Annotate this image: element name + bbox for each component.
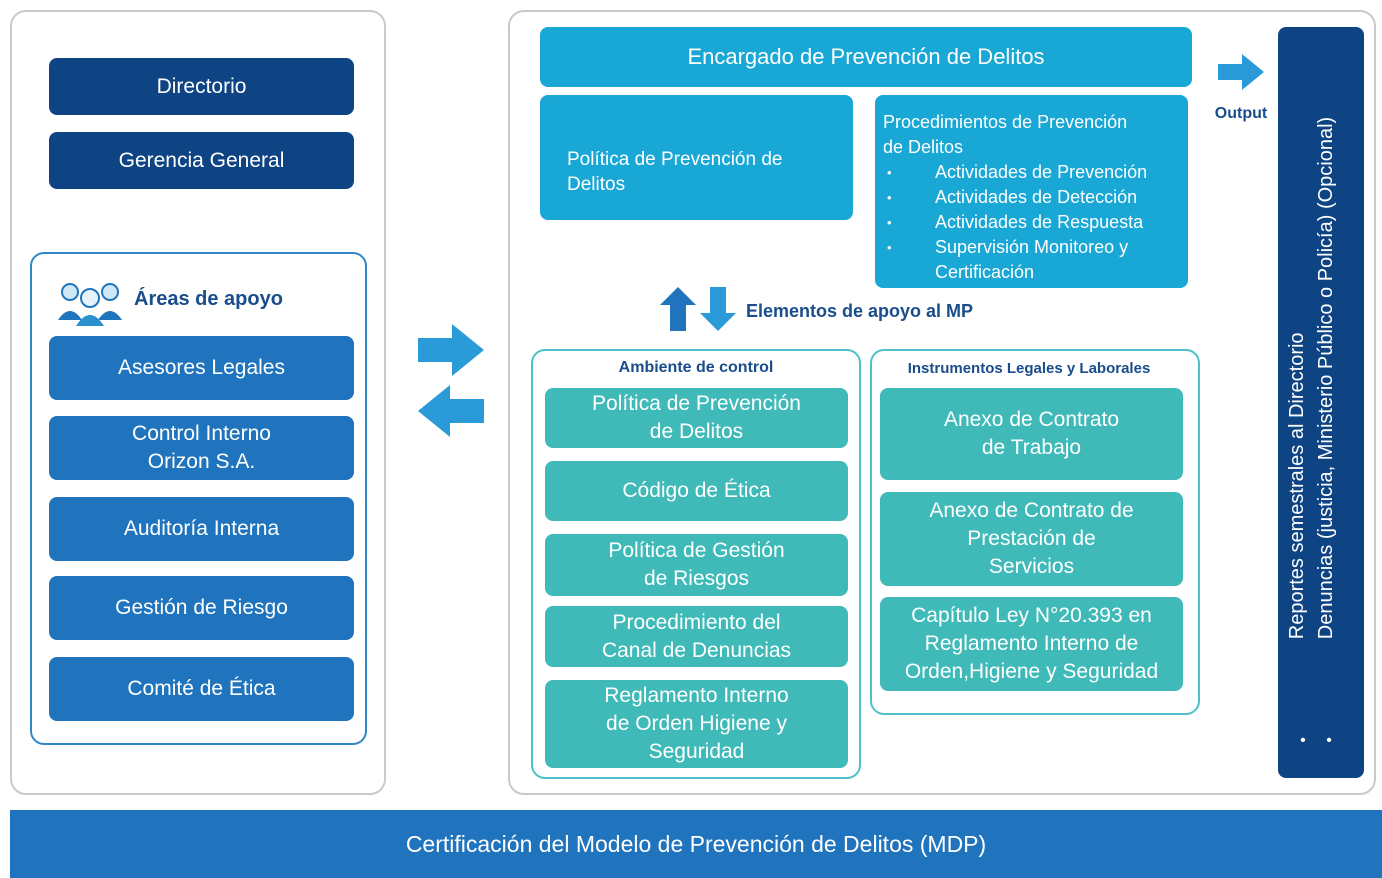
support-item-5-label: Comité de Ética [127,677,276,700]
up-down-arrows-icon [658,285,738,333]
support-item-3[interactable]: Auditoría Interna [49,497,354,561]
ambiente-item-5-label: Reglamento Interno de Orden Higiene y Se… [604,684,789,763]
politica-prevencion-label: Política de Prevención de Delitos [567,149,783,195]
ambiente-item-5[interactable]: Reglamento Interno de Orden Higiene y Se… [545,680,848,768]
support-item-5[interactable]: Comité de Ética [49,657,354,721]
arrow-left-icon [416,383,486,439]
reportes-text: Reportes semestrales al Directorio Denun… [1283,116,1343,638]
footer-label: Certificación del Modelo de Prevención d… [405,830,987,857]
support-item-4-label: Gestión de Riesgo [115,596,288,619]
support-item-2[interactable]: Control Interno Orizon S.A. [49,416,354,480]
gerencia-general-box[interactable]: Gerencia General [49,132,354,189]
ambiente-item-2-label: Código de Ética [622,479,771,502]
instrumento-item-2-label: Anexo de Contrato de Prestación de Servi… [929,499,1134,578]
people-icon [58,280,124,326]
procedimientos-list: Actividades de PrevenciónActividades de … [883,160,1188,285]
arrow-right-icon [416,322,486,378]
procedimiento-item-4: Supervisión Monitoreo y Certificación [883,235,1188,285]
support-item-3-label: Auditoría Interna [123,517,280,540]
instrumento-item-1-label: Anexo de Contrato de Trabajo [943,408,1120,459]
ambiente-control-title: Ambiente de control [618,359,774,376]
instrumento-item-1[interactable]: Anexo de Contrato de Trabajo [880,388,1183,480]
procedimientos-box[interactable]: Procedimientos de Prevención de Delitos … [875,95,1188,288]
procedimiento-item-3: Actividades de Respuesta [883,210,1188,235]
encargado-label: Encargado de Prevención de Delitos [687,44,1045,69]
output-label: Output [1214,105,1268,122]
support-item-1[interactable]: Asesores Legales [49,336,354,400]
instrumento-item-3[interactable]: Capítulo Ley N°20.393 en Reglamento Inte… [880,597,1183,691]
reportes-bar[interactable] [1278,27,1364,778]
ambiente-item-4-label: Procedimiento del Canal de Denuncias [601,610,792,662]
politica-prevencion-box[interactable]: Política de Prevención de Delitos [540,95,853,220]
output-arrow-icon [1216,52,1266,92]
footer-banner: Certificación del Modelo de Prevención d… [10,810,1382,878]
ambiente-item-1-label: Política de Prevención de Delitos [592,392,801,443]
support-areas-title: Áreas de apoyo [134,288,283,310]
directorio-box[interactable]: Directorio [49,58,354,115]
support-item-4[interactable]: Gestión de Riesgo [49,576,354,640]
ambiente-item-3-label: Política de Gestión de Riesgos [608,539,785,590]
ambiente-item-2[interactable]: Código de Ética [545,461,848,521]
reportes-line-1: Reportes semestrales al Directorio [1286,331,1308,639]
instrumentos-title: Instrumentos Legales y Laborales [907,360,1151,377]
elementos-apoyo-label: Elementos de apoyo al MP [746,301,974,321]
reportes-dots: • • [1300,732,1340,749]
reportes-line-2: Denuncias (justicia, Ministerio Público … [1315,116,1337,639]
ambiente-item-3[interactable]: Política de Gestión de Riesgos [545,534,848,596]
reportes-text-wrap: Reportes semestrales al Directorio Denun… [1278,27,1364,778]
instrumento-item-2[interactable]: Anexo de Contrato de Prestación de Servi… [880,492,1183,586]
procedimiento-item-1: Actividades de Prevención [883,160,1188,185]
support-item-2-label: Control Interno Orizon S.A. [132,422,271,473]
ambiente-item-1[interactable]: Política de Prevención de Delitos [545,388,848,448]
procedimiento-item-2: Actividades de Detección [883,185,1188,210]
procedimientos-title: Procedimientos de Prevención de Delitos [883,112,1128,157]
ambiente-item-4[interactable]: Procedimiento del Canal de Denuncias [545,606,848,667]
support-item-1-label: Asesores Legales [118,356,285,379]
instrumento-item-3-label: Capítulo Ley N°20.393 en Reglamento Inte… [904,604,1159,683]
encargado-box[interactable]: Encargado de Prevención de Delitos [540,27,1192,87]
